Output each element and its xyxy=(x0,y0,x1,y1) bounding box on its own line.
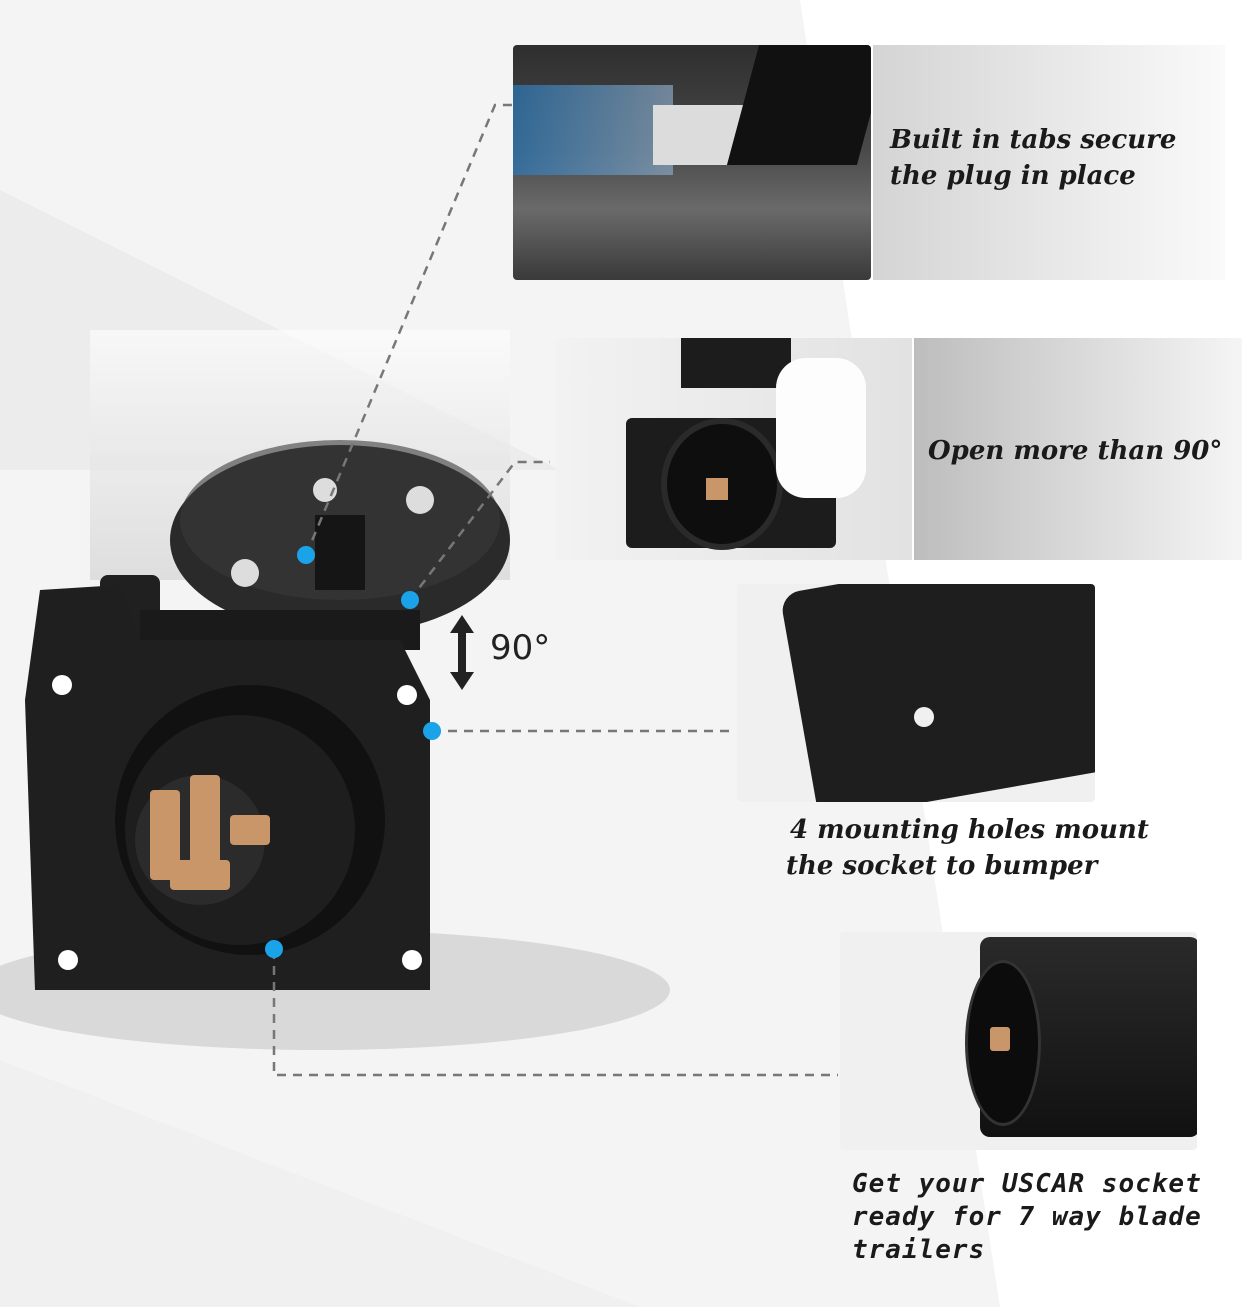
caption-bg-open xyxy=(914,338,1242,560)
caption-open: Open more than 90° xyxy=(928,436,1223,466)
caption-uscar-3: trailers xyxy=(852,1235,986,1265)
caption-holes-1: 4 mounting holes mount xyxy=(790,815,1149,845)
photo-mounting-holes xyxy=(737,584,1095,802)
photo-uscar-plug xyxy=(840,932,1197,1150)
caption-tabs: Built in tabs secure the plug in place xyxy=(890,125,1177,191)
caption-bg-tabs xyxy=(873,45,1225,280)
photo-tabs xyxy=(513,45,871,280)
angle-label: 90° xyxy=(490,628,551,668)
callout-dot-open xyxy=(401,591,419,609)
caption-holes-2: the socket to bumper xyxy=(786,851,1098,881)
callout-dot-uscar xyxy=(265,940,283,958)
callout-dot-tabs xyxy=(297,546,315,564)
callout-dot-holes xyxy=(423,722,441,740)
caption-uscar-2: ready for 7 way blade xyxy=(852,1202,1202,1232)
photo-open xyxy=(556,338,912,560)
caption-uscar-1: Get your USCAR socket xyxy=(852,1169,1202,1199)
